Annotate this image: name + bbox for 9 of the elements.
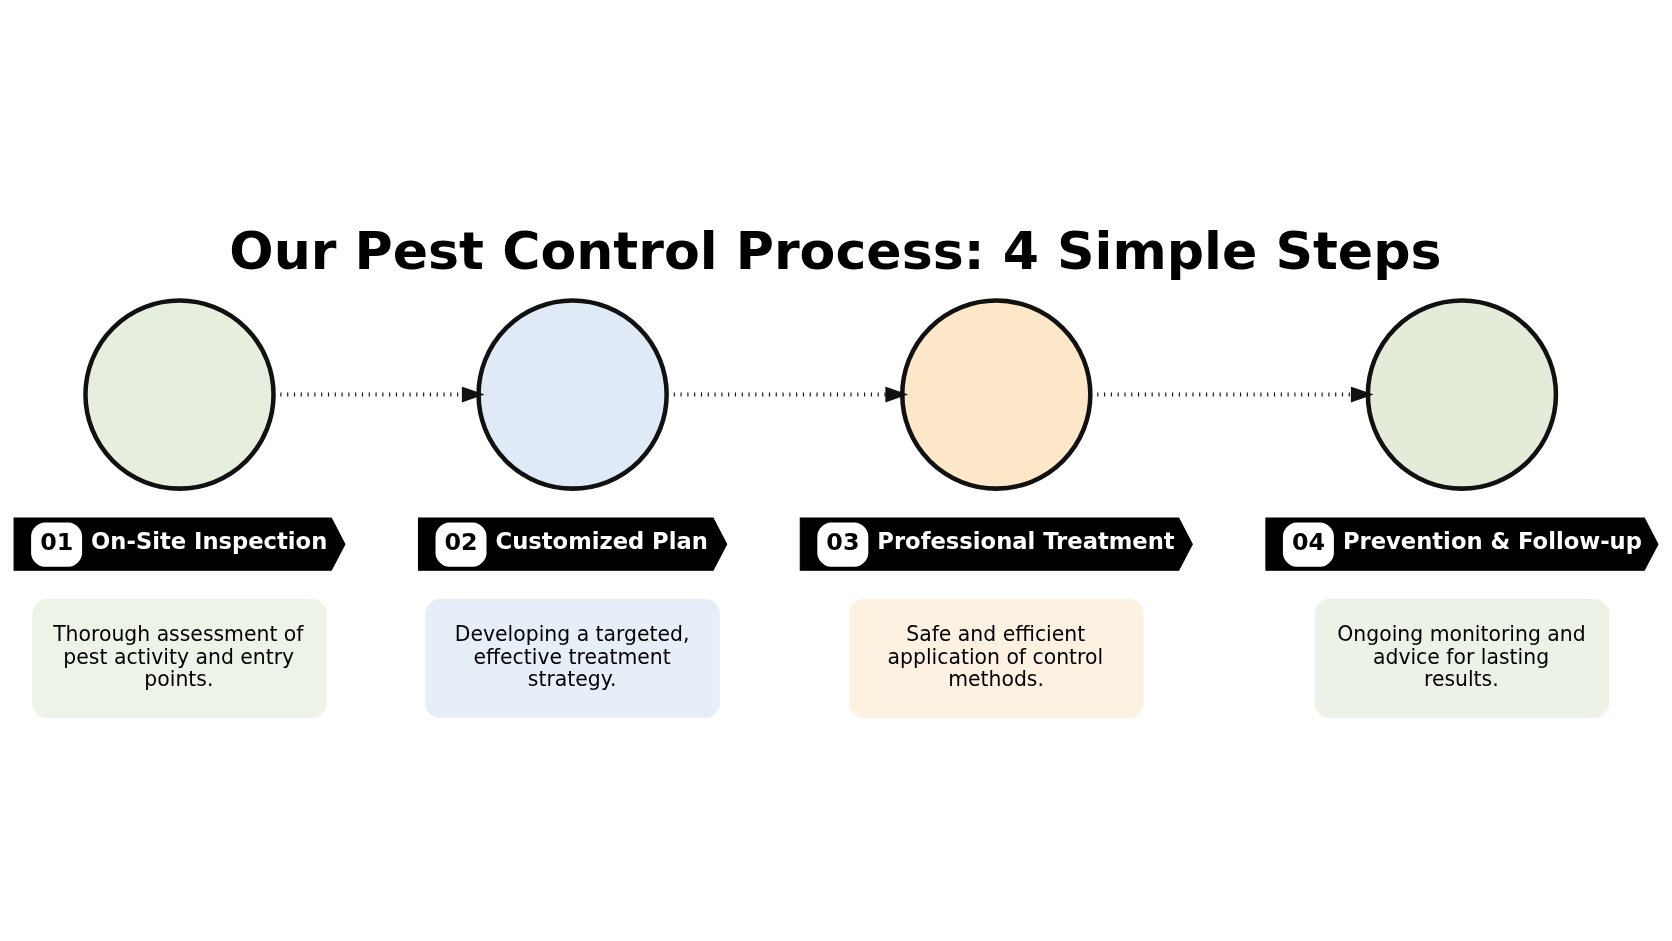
node-circle [900,298,1093,491]
diagram-title: Our Pest Control Process: 4 Simple Steps [229,220,1442,281]
node-circle [1365,298,1559,491]
node-circle [476,298,669,491]
node-circle [83,298,276,491]
node-box: Safe and efficient application of control methods. [849,599,1144,719]
node-box: Thorough assessment of pest activity and entry points. [32,599,327,719]
node-box: Ongoing monitoring and advice for lasting results. [1314,599,1610,719]
node-box: Developing a targeted, effective treatment strategy. [425,599,720,719]
